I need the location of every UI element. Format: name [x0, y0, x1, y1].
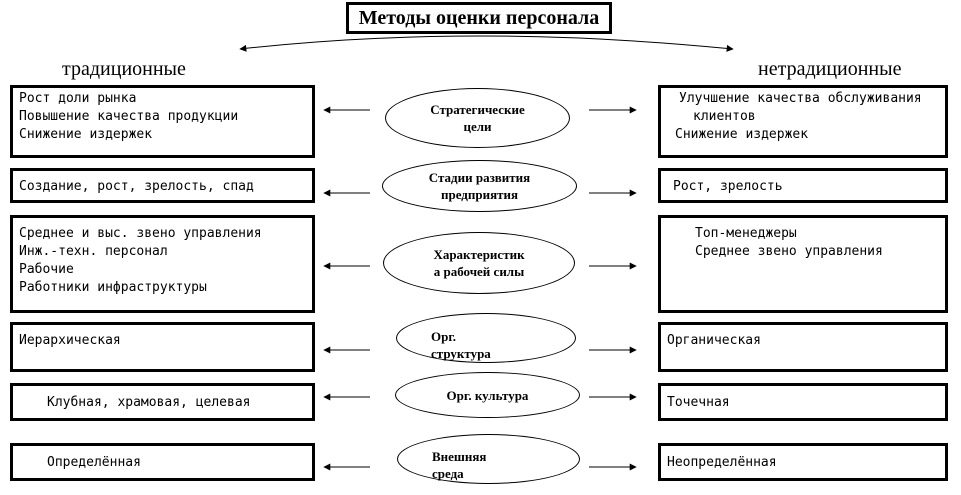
box-line: Снижение издержек	[675, 127, 809, 142]
box-line: Клубная, храмовая, целевая	[47, 395, 251, 410]
oval-line: структура	[431, 346, 491, 361]
title-arrow-right	[479, 35, 734, 52]
traditional-box-org-structure: Иерархическая	[10, 322, 315, 372]
nontraditional-box-workforce: Топ-менеджеры Среднее звено управления	[658, 215, 948, 313]
box-line: Рабочие	[19, 262, 74, 277]
oval-line: Внешняя	[432, 449, 487, 464]
criterion-oval-strategic-goals: Стратегические цели	[385, 88, 570, 148]
nontraditional-box-org-culture: Точечная	[658, 383, 948, 421]
oval-line: Стадии развития	[428, 170, 531, 185]
oval-line: Орг. культура	[446, 387, 529, 403]
box-line: Инж.-техн. персонал	[19, 244, 168, 259]
criterion-oval-external-env: Внешняя среда	[397, 434, 580, 484]
nontraditional-box-development-stages: Рост, зрелость	[658, 168, 948, 203]
box-line: Определённая	[47, 455, 141, 470]
diagram-title: Методы оценки персонала	[346, 2, 612, 34]
traditional-box-workforce: Среднее и выс. звено управления Инж.-тех…	[10, 215, 315, 313]
nontraditional-header: нетрадиционные	[758, 58, 902, 80]
oval-line: а рабочей силы	[433, 264, 525, 279]
box-line: Рост доли рынка	[19, 91, 137, 106]
box-line: Иерархическая	[19, 333, 121, 348]
box-line: Неопределённая	[667, 455, 777, 470]
traditional-box-development-stages: Создание, рост, зрелость, спад	[10, 168, 315, 203]
traditional-box-org-culture: Клубная, храмовая, целевая	[10, 383, 315, 421]
oval-line: Стратегические	[430, 102, 525, 117]
nontraditional-box-strategic-goals: Улучшение качества обслуживания клиентов…	[658, 85, 948, 158]
box-line: Среднее звено управления	[695, 244, 883, 259]
criterion-oval-org-culture: Орг. культура	[395, 372, 580, 418]
box-line: Улучшение качества обслуживания	[679, 91, 922, 106]
title-arrow-left	[239, 35, 481, 52]
criterion-oval-workforce: Характеристик а рабочей силы	[383, 232, 575, 294]
box-line: Работники инфраструктуры	[19, 280, 207, 295]
traditional-box-strategic-goals: Рост доли рынка Повышение качества проду…	[10, 85, 315, 158]
oval-line: среда	[432, 466, 464, 481]
traditional-box-external-env: Определённая	[10, 443, 315, 481]
oval-line: Характеристик	[433, 247, 525, 262]
box-line: Снижение издержек	[19, 127, 153, 142]
nontraditional-box-org-structure: Органическая	[658, 322, 948, 372]
oval-line: Орг.	[431, 329, 457, 344]
criterion-oval-org-structure: Орг. структура	[396, 313, 576, 363]
box-line: Повышение качества продукции	[19, 109, 239, 124]
oval-line: предприятия	[440, 187, 519, 202]
nontraditional-box-external-env: Неопределённая	[658, 443, 948, 481]
box-line: Топ-менеджеры	[695, 226, 797, 241]
box-line: Рост, зрелость	[673, 179, 783, 194]
box-line: Среднее и выс. звено управления	[19, 226, 262, 241]
box-line: Точечная	[667, 395, 730, 410]
oval-line: цели	[463, 119, 492, 134]
traditional-header: традиционные	[62, 58, 186, 80]
criterion-oval-development-stages: Стадии развития предприятия	[382, 160, 577, 212]
box-line: Органическая	[667, 333, 761, 348]
box-line: клиентов	[693, 109, 756, 124]
box-line: Создание, рост, зрелость, спад	[19, 179, 254, 194]
